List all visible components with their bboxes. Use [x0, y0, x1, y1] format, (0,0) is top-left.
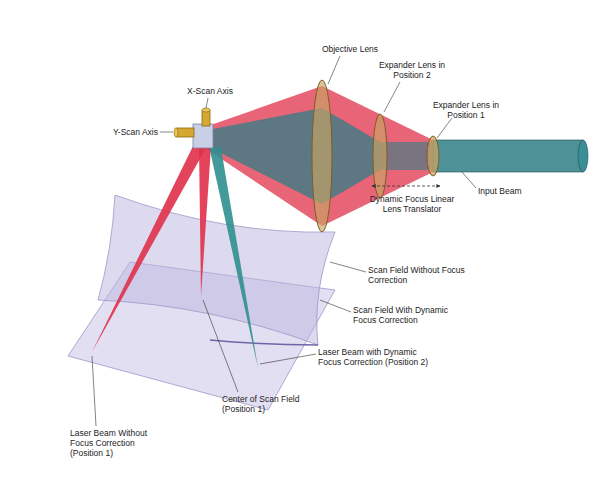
field-label: Scan Field Without Focus Correction: [368, 265, 468, 285]
y-scan-motor: [176, 128, 194, 137]
lens-label: Objective Lens: [310, 44, 390, 54]
field-label: Scan Field With Dynamic Focus Correction: [353, 305, 463, 325]
beam-label: Laser Beam with Dynamic Focus Correction…: [318, 347, 438, 367]
scan-mirror-housing: [193, 124, 213, 148]
input-beam: [433, 140, 583, 172]
beam-label: Laser Beam Without Focus Correction (Pos…: [70, 428, 170, 459]
expander-lens-position-1: [427, 136, 439, 176]
field-edge: [210, 340, 318, 345]
laser-beam-center: [199, 146, 211, 296]
lens-label: Expander Lens in Position 1: [430, 100, 502, 120]
translator-arrow: [372, 186, 440, 187]
beam-label: Input Beam: [478, 186, 538, 196]
input-beam-end: [578, 140, 588, 172]
x-scan-motor-top: [202, 108, 210, 112]
x-scan-motor: [202, 110, 210, 126]
y-scan-motor-end: [174, 128, 178, 137]
expander-lens-position-2: [373, 114, 387, 198]
translator-label: Dynamic Focus Linear Lens Translator: [367, 194, 457, 214]
field-label: Center of Scan Field (Position 1): [222, 394, 312, 414]
objective-lens: [312, 80, 332, 232]
leader-lines: [92, 56, 476, 426]
axis-label: X-Scan Axis: [175, 86, 245, 96]
lens-label: Expander Lens in Position 2: [376, 60, 448, 80]
teal-beam: [380, 142, 433, 170]
axis-label: Y-Scan Axis: [88, 127, 158, 137]
laser-beam-uncorrected: [92, 140, 206, 352]
